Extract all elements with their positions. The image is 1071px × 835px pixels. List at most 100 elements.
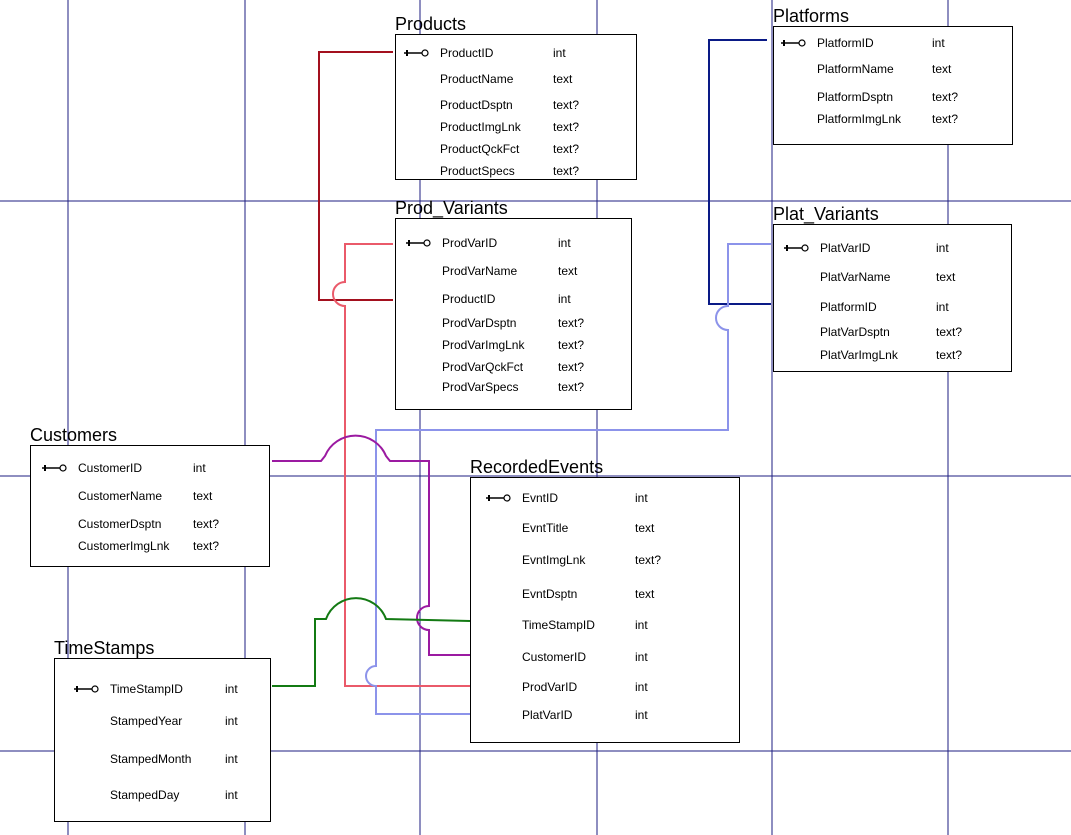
entity-title: Platforms (773, 6, 850, 26)
field-type: text? (553, 98, 580, 112)
field-row: PlatVarDsptn text? (774, 324, 1011, 342)
field-name: ProductQckFct (440, 142, 520, 156)
field-type: text (932, 62, 952, 76)
field-name: ProdVarID (522, 680, 578, 694)
primary-key-icon (781, 39, 806, 47)
field-name: ProductName (440, 72, 514, 86)
field-row: ProdVarName text (396, 263, 631, 281)
field-name: PlatVarDsptn (820, 325, 890, 339)
field-type: text? (193, 539, 220, 553)
primary-key-icon (74, 685, 99, 693)
field-type: text? (936, 348, 963, 362)
field-type: int (635, 680, 648, 694)
relationship-line (272, 597, 471, 687)
field-type: text? (936, 325, 963, 339)
field-row: CustomerName text (31, 488, 269, 506)
field-type: text? (558, 338, 585, 352)
field-type: int (635, 618, 648, 632)
primary-key-icon (404, 49, 429, 57)
field-name: StampedYear (110, 714, 183, 728)
field-type: int (932, 36, 945, 50)
field-type: int (558, 292, 571, 306)
primary-key-icon (406, 239, 431, 247)
field-name: CustomerDsptn (78, 517, 162, 531)
field-name: ProdVarQckFct (442, 360, 524, 374)
entity-title: TimeStamps (54, 638, 155, 658)
field-row: TimeStampID int (471, 617, 739, 635)
field-row: ProductSpecs text? (396, 163, 636, 181)
field-name: PlatVarID (820, 241, 871, 255)
field-row: EvntImgLnk text? (471, 552, 739, 570)
field-name: PlatformDsptn (817, 90, 894, 104)
field-type: text (635, 521, 655, 535)
field-name: PlatVarID (522, 708, 573, 722)
field-row: PlatformDsptn text? (774, 89, 1012, 107)
field-type: int (225, 788, 238, 802)
primary-key-icon (42, 464, 67, 472)
field-type: text? (558, 316, 585, 330)
field-name: TimeStampID (522, 618, 595, 632)
field-row: ProductID int (396, 45, 636, 63)
field-row: CustomerID int (31, 460, 269, 478)
field-type: int (193, 461, 206, 475)
field-type: text? (635, 553, 662, 567)
entity-title: Products (395, 14, 467, 34)
field-type: text? (932, 90, 959, 104)
field-type: int (558, 236, 571, 250)
field-type: int (635, 708, 648, 722)
field-type: text (936, 270, 956, 284)
field-name: ProductSpecs (440, 164, 515, 178)
relationship-line (332, 243, 470, 687)
field-row: PlatVarImgLnk text? (774, 347, 1011, 365)
field-name: PlatVarImgLnk (820, 348, 898, 362)
field-name: CustomerName (78, 489, 163, 503)
field-type: text? (558, 380, 585, 394)
field-name: ProdVarSpecs (442, 380, 519, 394)
field-name: EvntImgLnk (522, 553, 586, 567)
field-name: StampedDay (110, 788, 180, 802)
relationship-line (708, 39, 771, 305)
field-name: ProductDsptn (440, 98, 513, 112)
entity-title: Customers (30, 425, 118, 445)
field-type: text? (553, 164, 580, 178)
field-name: ProdVarName (442, 264, 518, 278)
field-row: ProductDsptn text? (396, 97, 636, 115)
field-name: ProductID (440, 46, 494, 60)
field-name: PlatformName (817, 62, 894, 76)
field-type: text (558, 264, 578, 278)
field-type: text (193, 489, 213, 503)
field-name: CustomerID (78, 461, 143, 475)
field-type: int (553, 46, 566, 60)
relationship-line (318, 51, 393, 301)
relationship-line (365, 243, 771, 715)
field-type: int (635, 491, 648, 505)
field-name: ProductImgLnk (440, 120, 521, 134)
relationship-line (272, 434, 470, 656)
field-type: text? (558, 360, 585, 374)
